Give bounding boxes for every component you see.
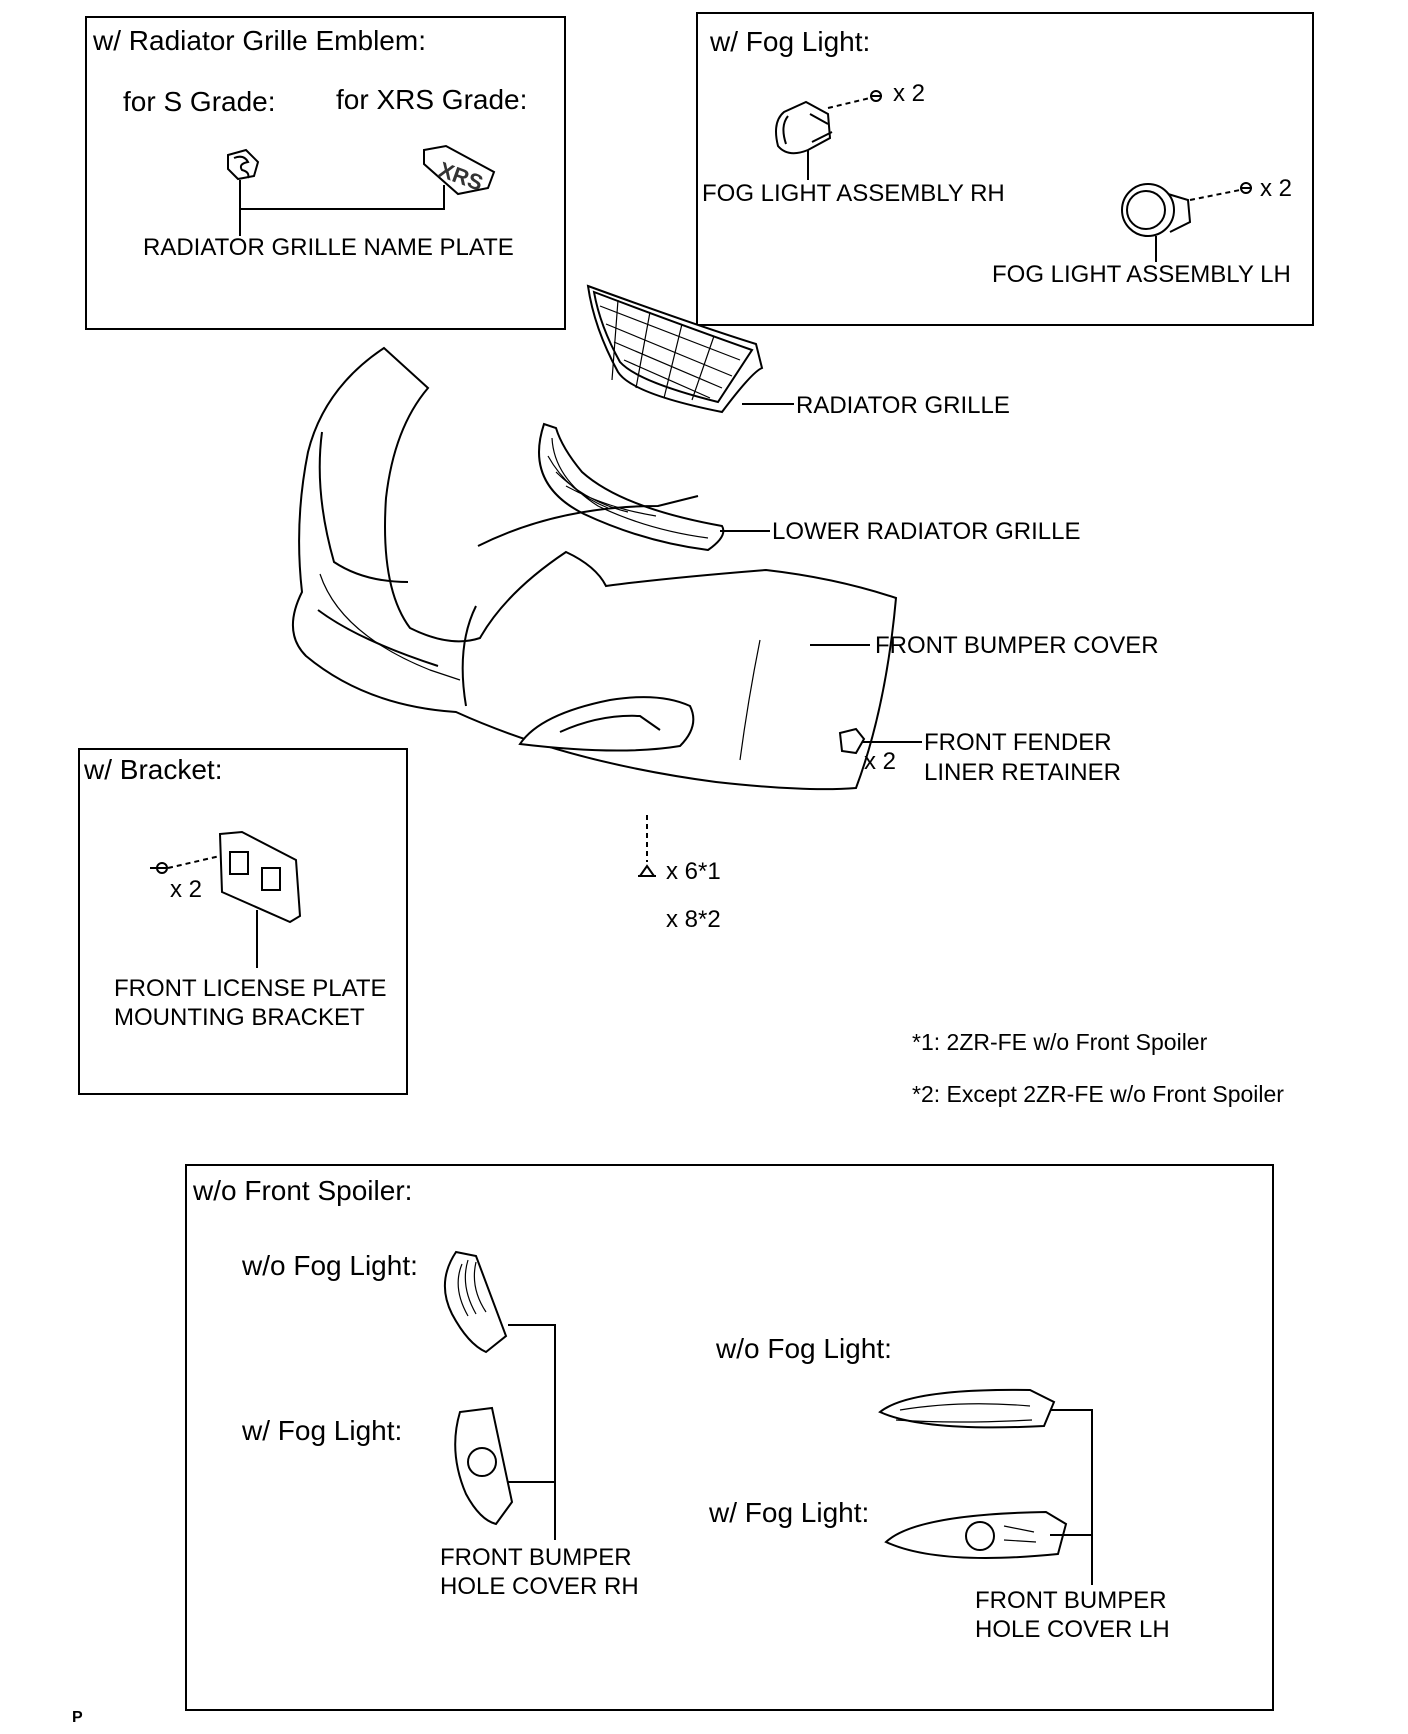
front-bumper-cover-label: FRONT BUMPER COVER xyxy=(875,632,1159,659)
s-grade-name-plate-icon xyxy=(227,148,260,181)
hole-cover-lh-label-line2: HOLE COVER LH xyxy=(975,1616,1170,1643)
bracket-label-line2: MOUNTING BRACKET xyxy=(114,1004,365,1031)
front-spoiler-panel-frame xyxy=(185,1164,1274,1711)
fender-retainer-qty: x 2 xyxy=(864,748,897,775)
rh-w-fog-label: w/ Fog Light: xyxy=(242,1415,403,1446)
fog-light-rh-bolt-line xyxy=(827,97,871,109)
note-1: *1: 2ZR-FE w/o Front Spoiler xyxy=(912,1029,1208,1055)
page-marker: P xyxy=(72,1709,83,1726)
fog-light-rh-label: FOG LIGHT ASSEMBLY RH xyxy=(702,180,1005,207)
fog-light-rh-qty: x 2 xyxy=(893,80,926,107)
fog-light-panel-frame xyxy=(696,12,1314,326)
xrs-grade-name-plate-icon: XRS xyxy=(423,144,496,196)
lh-w-fog-label: w/ Fog Light: xyxy=(709,1497,870,1528)
front-bumper-cover-icon xyxy=(291,346,898,791)
emblem-panel-frame xyxy=(85,16,566,330)
emblem-panel-title: w/ Radiator Grille Emblem: xyxy=(93,25,426,56)
radiator-grille-name-plate-label: RADIATOR GRILLE NAME PLATE xyxy=(143,234,514,261)
bolt-icon xyxy=(1240,182,1252,194)
bolt-icon xyxy=(870,90,882,102)
fender-retainer-label-line1: FRONT FENDER xyxy=(924,729,1112,756)
bracket-bolt-line xyxy=(167,855,221,869)
hole-cover-lh-leader xyxy=(1050,1409,1093,1585)
clip-qty-1: x 6*1 xyxy=(666,858,721,885)
bracket-panel-frame xyxy=(78,748,408,1095)
name-plate-leader xyxy=(239,180,445,210)
clip-icon xyxy=(638,864,656,877)
fog-light-lh-icon xyxy=(1121,183,1192,237)
s-grade-label: for S Grade: xyxy=(123,86,276,117)
radiator-grille-label: RADIATOR GRILLE xyxy=(796,392,1010,419)
bolt-icon xyxy=(150,862,168,874)
fog-light-panel-title: w/ Fog Light: xyxy=(710,26,871,57)
fender-liner-retainer-icon xyxy=(838,727,866,755)
hole-cover-rh-w-fog-icon xyxy=(454,1406,514,1526)
lower-radiator-grille-icon xyxy=(538,422,725,552)
license-plate-bracket-icon xyxy=(218,830,302,924)
hole-cover-lh-label-line1: FRONT BUMPER xyxy=(975,1587,1167,1614)
bracket-panel-title: w/ Bracket: xyxy=(84,754,223,785)
fog-light-rh-icon xyxy=(775,100,833,155)
hole-cover-rh-wo-fog-icon xyxy=(443,1250,508,1354)
lh-wo-fog-label: w/o Fog Light: xyxy=(716,1333,892,1364)
bracket-bolt-qty: x 2 xyxy=(170,876,203,903)
hole-cover-rh-leader xyxy=(508,1324,556,1540)
fog-light-lh-label: FOG LIGHT ASSEMBLY LH xyxy=(992,261,1291,288)
bracket-label-line1: FRONT LICENSE PLATE xyxy=(114,975,387,1002)
xrs-grade-label: for XRS Grade: xyxy=(336,84,528,115)
lower-radiator-grille-label: LOWER RADIATOR GRILLE xyxy=(772,518,1081,545)
radiator-grille-icon xyxy=(586,284,764,414)
clip-qty-2: x 8*2 xyxy=(666,906,721,933)
fog-light-lh-bolt-line xyxy=(1189,189,1241,201)
hole-cover-rh-label-line1: FRONT BUMPER xyxy=(440,1544,632,1571)
hole-cover-lh-w-fog-icon xyxy=(884,1510,1068,1559)
rh-wo-fog-label: w/o Fog Light: xyxy=(242,1250,418,1281)
hole-cover-rh-label-line2: HOLE COVER RH xyxy=(440,1573,639,1600)
note-2: *2: Except 2ZR-FE w/o Front Spoiler xyxy=(912,1081,1284,1107)
fog-light-lh-qty: x 2 xyxy=(1260,175,1293,202)
fender-retainer-label-line2: LINER RETAINER xyxy=(924,759,1121,786)
front-spoiler-panel-title: w/o Front Spoiler: xyxy=(193,1175,413,1206)
hole-cover-lh-wo-fog-icon xyxy=(878,1388,1056,1429)
